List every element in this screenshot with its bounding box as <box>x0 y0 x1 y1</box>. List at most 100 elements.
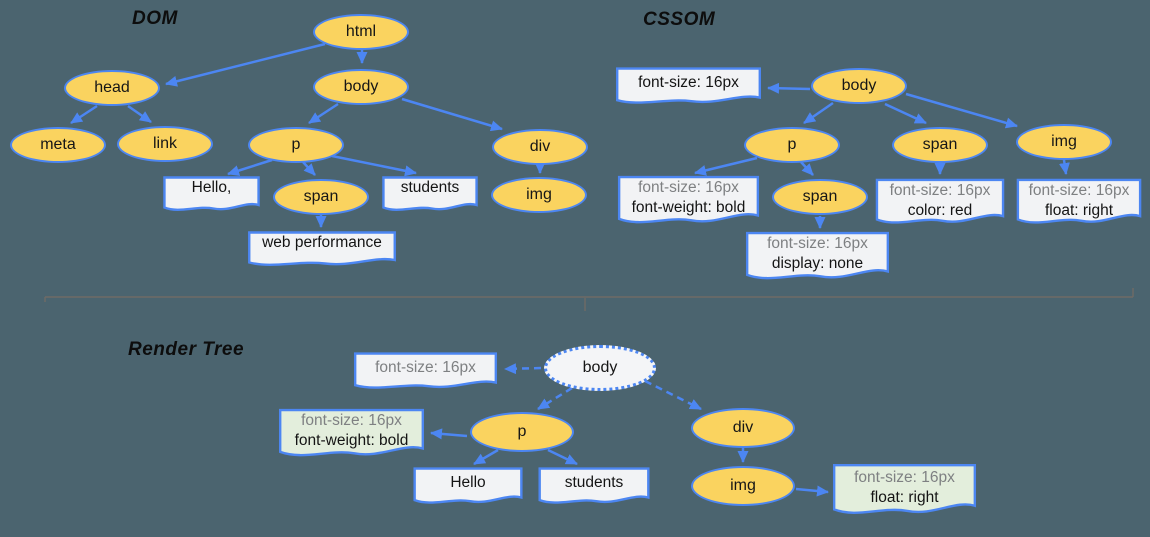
dom-textnode-students-label: students <box>400 179 460 196</box>
edge-render-img-rule <box>795 485 829 497</box>
document-shape <box>247 231 397 269</box>
cssom-rule-p-line2: font-weight: bold <box>631 199 746 216</box>
render-rule-p: font-size: 16px font-weight: bold <box>278 408 425 461</box>
cssom-node-body: body <box>811 68 907 104</box>
edge-cssom-body-rule <box>767 82 811 94</box>
cssom-rule-img-line2: float: right <box>1044 202 1114 219</box>
dom-node-link: link <box>117 126 213 162</box>
document-shape <box>538 467 650 507</box>
dom-node-span: span <box>273 179 369 215</box>
edge-p-students <box>331 154 417 177</box>
document-shape <box>413 467 523 507</box>
cssom-node-span-label: span <box>922 136 958 153</box>
render-textnode-hello: Hello <box>413 467 523 507</box>
dom-node-link-label: link <box>152 135 177 152</box>
cssom-node-span-in-p: span <box>772 179 868 215</box>
dom-node-body: body <box>313 69 409 105</box>
render-rule-img-line1: font-size: 16px <box>854 469 955 486</box>
edge-cssom-img-rule <box>1058 159 1070 175</box>
render-rule-img: font-size: 16px float: right <box>832 463 977 519</box>
document-shape <box>875 178 1005 228</box>
render-textnode-hello-label: Hello <box>450 474 486 491</box>
cssom-rule-p-line1: font-size: 16px <box>638 179 739 196</box>
dom-node-img-label: img <box>526 186 552 203</box>
edge-cssom-p-span <box>800 161 814 176</box>
render-node-img-label: img <box>730 477 756 494</box>
render-textnode-students-label: students <box>564 474 624 491</box>
document-shape <box>832 463 977 519</box>
cssom-node-span-in-p-label: span <box>802 188 838 205</box>
cssom-rule-body-line1: font-size: 16px <box>638 74 739 91</box>
cssom-node-span: span <box>892 127 988 163</box>
render-node-img: img <box>691 466 795 506</box>
edge-head-link <box>127 104 152 124</box>
render-node-div-label: div <box>732 419 754 436</box>
cssom-rule-span-line2: color: red <box>907 202 973 219</box>
edge-render-p-rule <box>430 428 468 440</box>
cssom-rule-span-line1: font-size: 16px <box>889 182 991 199</box>
dom-node-div-label: div <box>529 138 551 155</box>
dom-node-html-label: html <box>345 23 377 40</box>
cssom-rule-p: font-size: 16px font-weight: bold <box>617 175 760 228</box>
cssom-node-img-label: img <box>1051 133 1077 150</box>
edge-cssom-body-img <box>905 92 1018 129</box>
dom-textnode-students: students <box>382 176 478 214</box>
cssom-node-p-label: p <box>787 136 797 153</box>
render-node-body-label: body <box>582 359 618 376</box>
edge-render-body-p <box>537 386 573 411</box>
edge-cssom-body-span <box>884 102 927 125</box>
cssom-node-img: img <box>1016 124 1112 160</box>
render-node-div: div <box>691 408 795 448</box>
dom-node-meta-label: meta <box>40 136 76 153</box>
cssom-rule-span-in-p: font-size: 16px display: none <box>745 231 890 284</box>
cssom-node-body-label: body <box>841 77 877 94</box>
dom-node-img: img <box>491 177 587 213</box>
cssom-rule-span-in-p-line1: font-size: 16px <box>767 235 868 252</box>
dom-node-head-label: head <box>94 79 130 96</box>
edge-p-hello <box>227 158 273 176</box>
dom-textnode-hello: Hello, <box>163 176 260 214</box>
document-shape <box>745 231 890 284</box>
dom-textnode-web-performance-label: web performance <box>262 234 382 251</box>
edge-body-p <box>308 102 339 125</box>
render-node-body: body <box>544 345 656 391</box>
dom-node-meta: meta <box>10 127 106 163</box>
cssom-node-p: p <box>744 127 840 163</box>
dom-node-body-label: body <box>343 78 379 95</box>
dom-node-head: head <box>64 70 160 106</box>
document-shape <box>617 175 760 228</box>
cssom-rule-body: font-size: 16px <box>615 67 762 107</box>
dom-textnode-hello-label: Hello, <box>191 179 232 196</box>
render-rule-img-line2: float: right <box>870 489 939 506</box>
document-shape <box>163 176 260 214</box>
edge-head-meta <box>70 104 98 125</box>
render-rule-body: font-size: 16px <box>353 352 498 392</box>
render-rule-p-line1: font-size: 16px <box>301 412 402 429</box>
dom-node-p: p <box>248 127 344 163</box>
section-divider <box>44 288 1134 311</box>
cssom-rule-span: font-size: 16px color: red <box>875 178 1005 228</box>
dom-section-title: DOM <box>132 8 178 29</box>
render-rule-p-line2: font-weight: bold <box>294 432 409 449</box>
cssom-rule-img: font-size: 16px float: right <box>1016 178 1142 228</box>
edge-render-p-hello <box>473 448 499 466</box>
edge-cssom-body-p <box>803 101 834 125</box>
edge-render-body-div <box>644 379 702 411</box>
cssom-section-title: CSSOM <box>643 9 716 30</box>
edge-render-p-students <box>547 448 578 466</box>
edge-html-head <box>165 42 326 87</box>
dom-node-html: html <box>313 14 409 50</box>
render-rule-body-line1: font-size: 16px <box>375 359 476 376</box>
cssom-rule-span-in-p-line2: display: none <box>771 255 864 272</box>
document-shape <box>1016 178 1142 228</box>
edge-render-body-rule <box>504 363 542 375</box>
cssom-rule-img-line1: font-size: 16px <box>1028 182 1130 199</box>
document-shape <box>353 352 498 392</box>
render-tree-section-title: Render Tree <box>128 339 245 360</box>
document-shape <box>278 408 425 461</box>
dom-textnode-web-performance: web performance <box>247 231 397 269</box>
edge-cssom-p-rule <box>694 156 758 176</box>
render-node-p: p <box>470 412 574 452</box>
